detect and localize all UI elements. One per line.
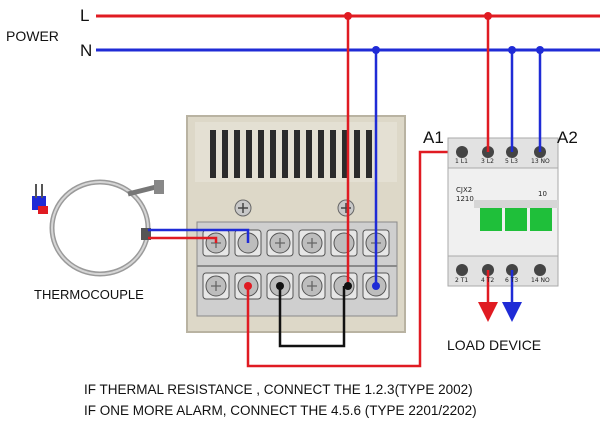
live-line-label: L [80, 6, 90, 25]
load-output-blue-arrow [502, 270, 522, 322]
wiring-note-2: IF ONE MORE ALARM, CONNECT THE 4.5.6 (TY… [84, 403, 477, 418]
contactor-button-right [530, 207, 552, 231]
thermocouple-blue-lead [148, 228, 250, 243]
probe-connector [32, 184, 48, 214]
power-label: POWER [6, 28, 59, 44]
terminal-6-label: 6 T3 [505, 277, 519, 284]
contactor-aux-label: 10 [538, 190, 547, 198]
thermocouple-label: THERMOCOUPLE [34, 287, 144, 302]
thermocouple-red-lead [148, 236, 218, 243]
terminal-3-label: 3 L2 [481, 158, 494, 165]
terminal-13-label: 13 NO [531, 158, 550, 165]
neutral-line-label: N [80, 41, 93, 60]
wiring-note-1: IF THERMAL RESISTANCE , CONNECT THE 1.2.… [84, 382, 473, 397]
load-device-label: LOAD DEVICE [447, 337, 542, 353]
a2-terminal-label: A2 [557, 128, 578, 147]
control-output-wire [246, 150, 452, 368]
terminal-2-label: 2 T1 [455, 277, 469, 284]
contactor-rating-label: 1210 [456, 195, 474, 203]
jumper-wire [278, 286, 346, 348]
terminal-4-label: 4 T2 [481, 277, 495, 284]
load-output-red-arrow [478, 270, 498, 322]
contactor-button-left [480, 207, 502, 231]
terminal-1-label: 1 L1 [455, 158, 468, 165]
contactor-button-center [505, 207, 527, 231]
temperature-controller [186, 115, 406, 333]
contactor-model-label: CJX2 [456, 186, 473, 194]
contactor [447, 137, 559, 287]
thermocouple-probe [32, 179, 164, 277]
terminal-5-label: 5 L3 [505, 158, 518, 165]
terminal-14-label: 14 NO [531, 277, 550, 284]
vent-slots [210, 130, 372, 178]
a1-terminal-label: A1 [423, 128, 444, 147]
